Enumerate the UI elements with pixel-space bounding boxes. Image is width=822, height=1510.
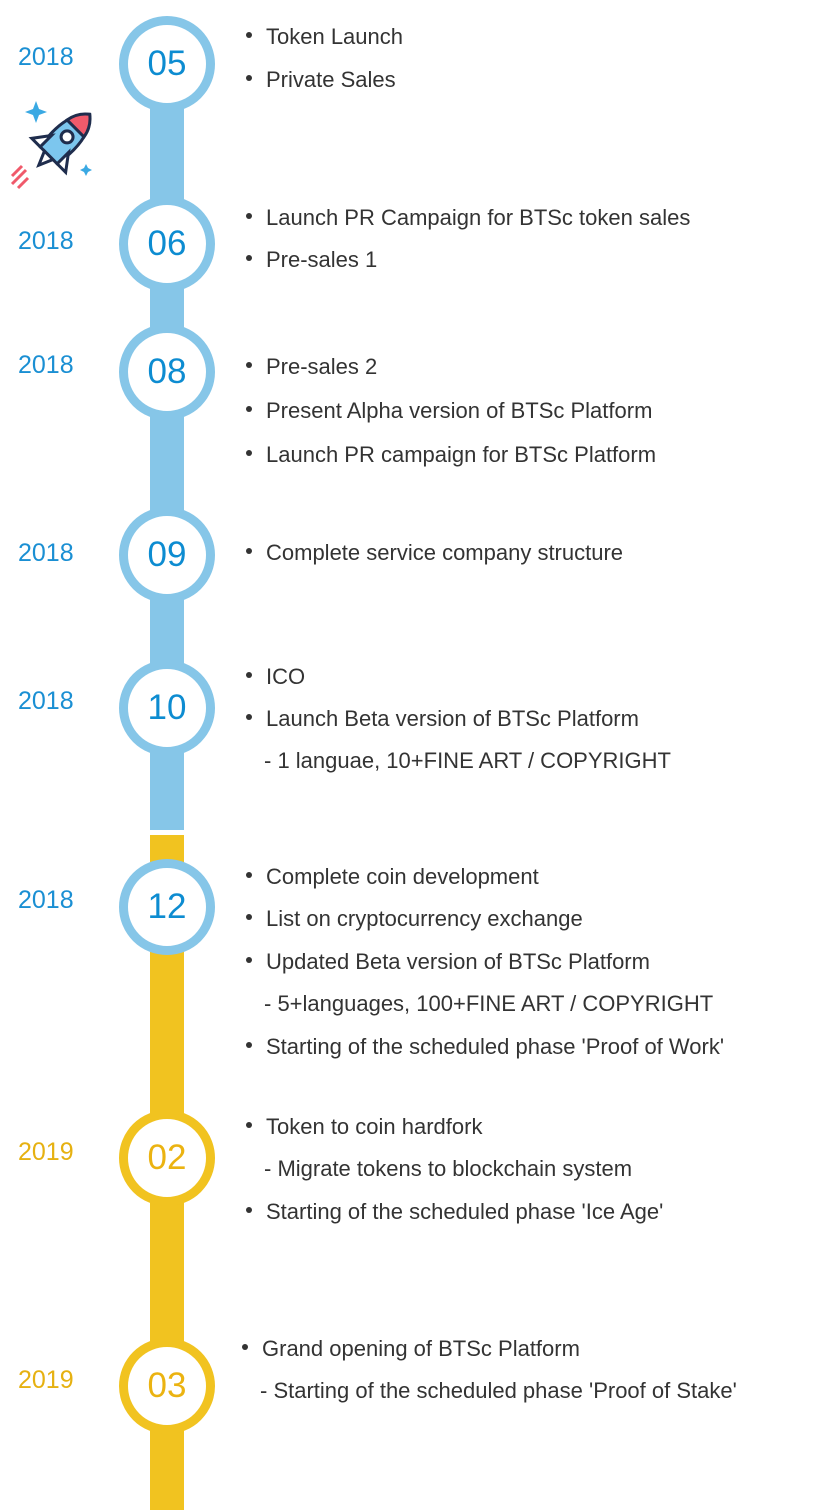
year-label: 2018 — [18, 227, 74, 255]
list-item: Launch Beta version of BTSc Platform — [244, 706, 639, 732]
month-badge: 12 — [119, 859, 215, 955]
list-item: Present Alpha version of BTSc Platform — [244, 398, 652, 424]
list-item: Launch PR campaign for BTSc Platform — [244, 442, 656, 468]
month-badge: 06 — [119, 196, 215, 292]
list-item: List on cryptocurrency exchange — [244, 906, 583, 932]
sub-item: - 1 languae, 10+FINE ART / COPYRIGHT — [264, 748, 671, 773]
list-item: Complete coin development — [244, 864, 539, 890]
sub-item: - Migrate tokens to blockchain system — [264, 1156, 633, 1181]
year-label: 2019 — [18, 1138, 74, 1166]
list-item: Launch PR Campaign for BTSc token sales — [244, 205, 690, 231]
list-item: Starting of the scheduled phase 'Ice Age… — [244, 1199, 663, 1225]
month-badge: 09 — [119, 507, 215, 603]
year-label: 2018 — [18, 43, 74, 71]
list-item: Token to coin hardfork — [244, 1114, 482, 1140]
month-badge: 03 — [119, 1338, 215, 1434]
list-item: ICO — [244, 664, 305, 690]
month-badge: 05 — [119, 16, 215, 112]
list-item: Pre-sales 2 — [244, 354, 377, 380]
year-label: 2018 — [18, 539, 74, 567]
month-badge: 08 — [119, 324, 215, 420]
list-item: Pre-sales 1 — [244, 247, 377, 273]
rocket-icon — [10, 101, 92, 190]
list-item: Complete service company structure — [244, 540, 623, 566]
year-label: 2018 — [18, 687, 74, 715]
list-item: Token Launch — [244, 24, 403, 50]
list-item: Updated Beta version of BTSc Platform — [244, 949, 650, 975]
month-badge: 02 — [119, 1110, 215, 1206]
list-item: Private Sales — [244, 67, 396, 93]
list-item: Grand opening of BTSc Platform — [240, 1336, 580, 1362]
year-label: 2018 — [18, 351, 74, 379]
sub-item: - 5+languages, 100+FINE ART / COPYRIGHT — [264, 991, 714, 1016]
list-item: Starting of the scheduled phase 'Proof o… — [244, 1034, 724, 1060]
sub-item: - Starting of the scheduled phase 'Proof… — [260, 1378, 737, 1403]
year-label: 2018 — [18, 886, 74, 914]
year-label: 2019 — [18, 1366, 74, 1394]
month-badge: 10 — [119, 660, 215, 756]
